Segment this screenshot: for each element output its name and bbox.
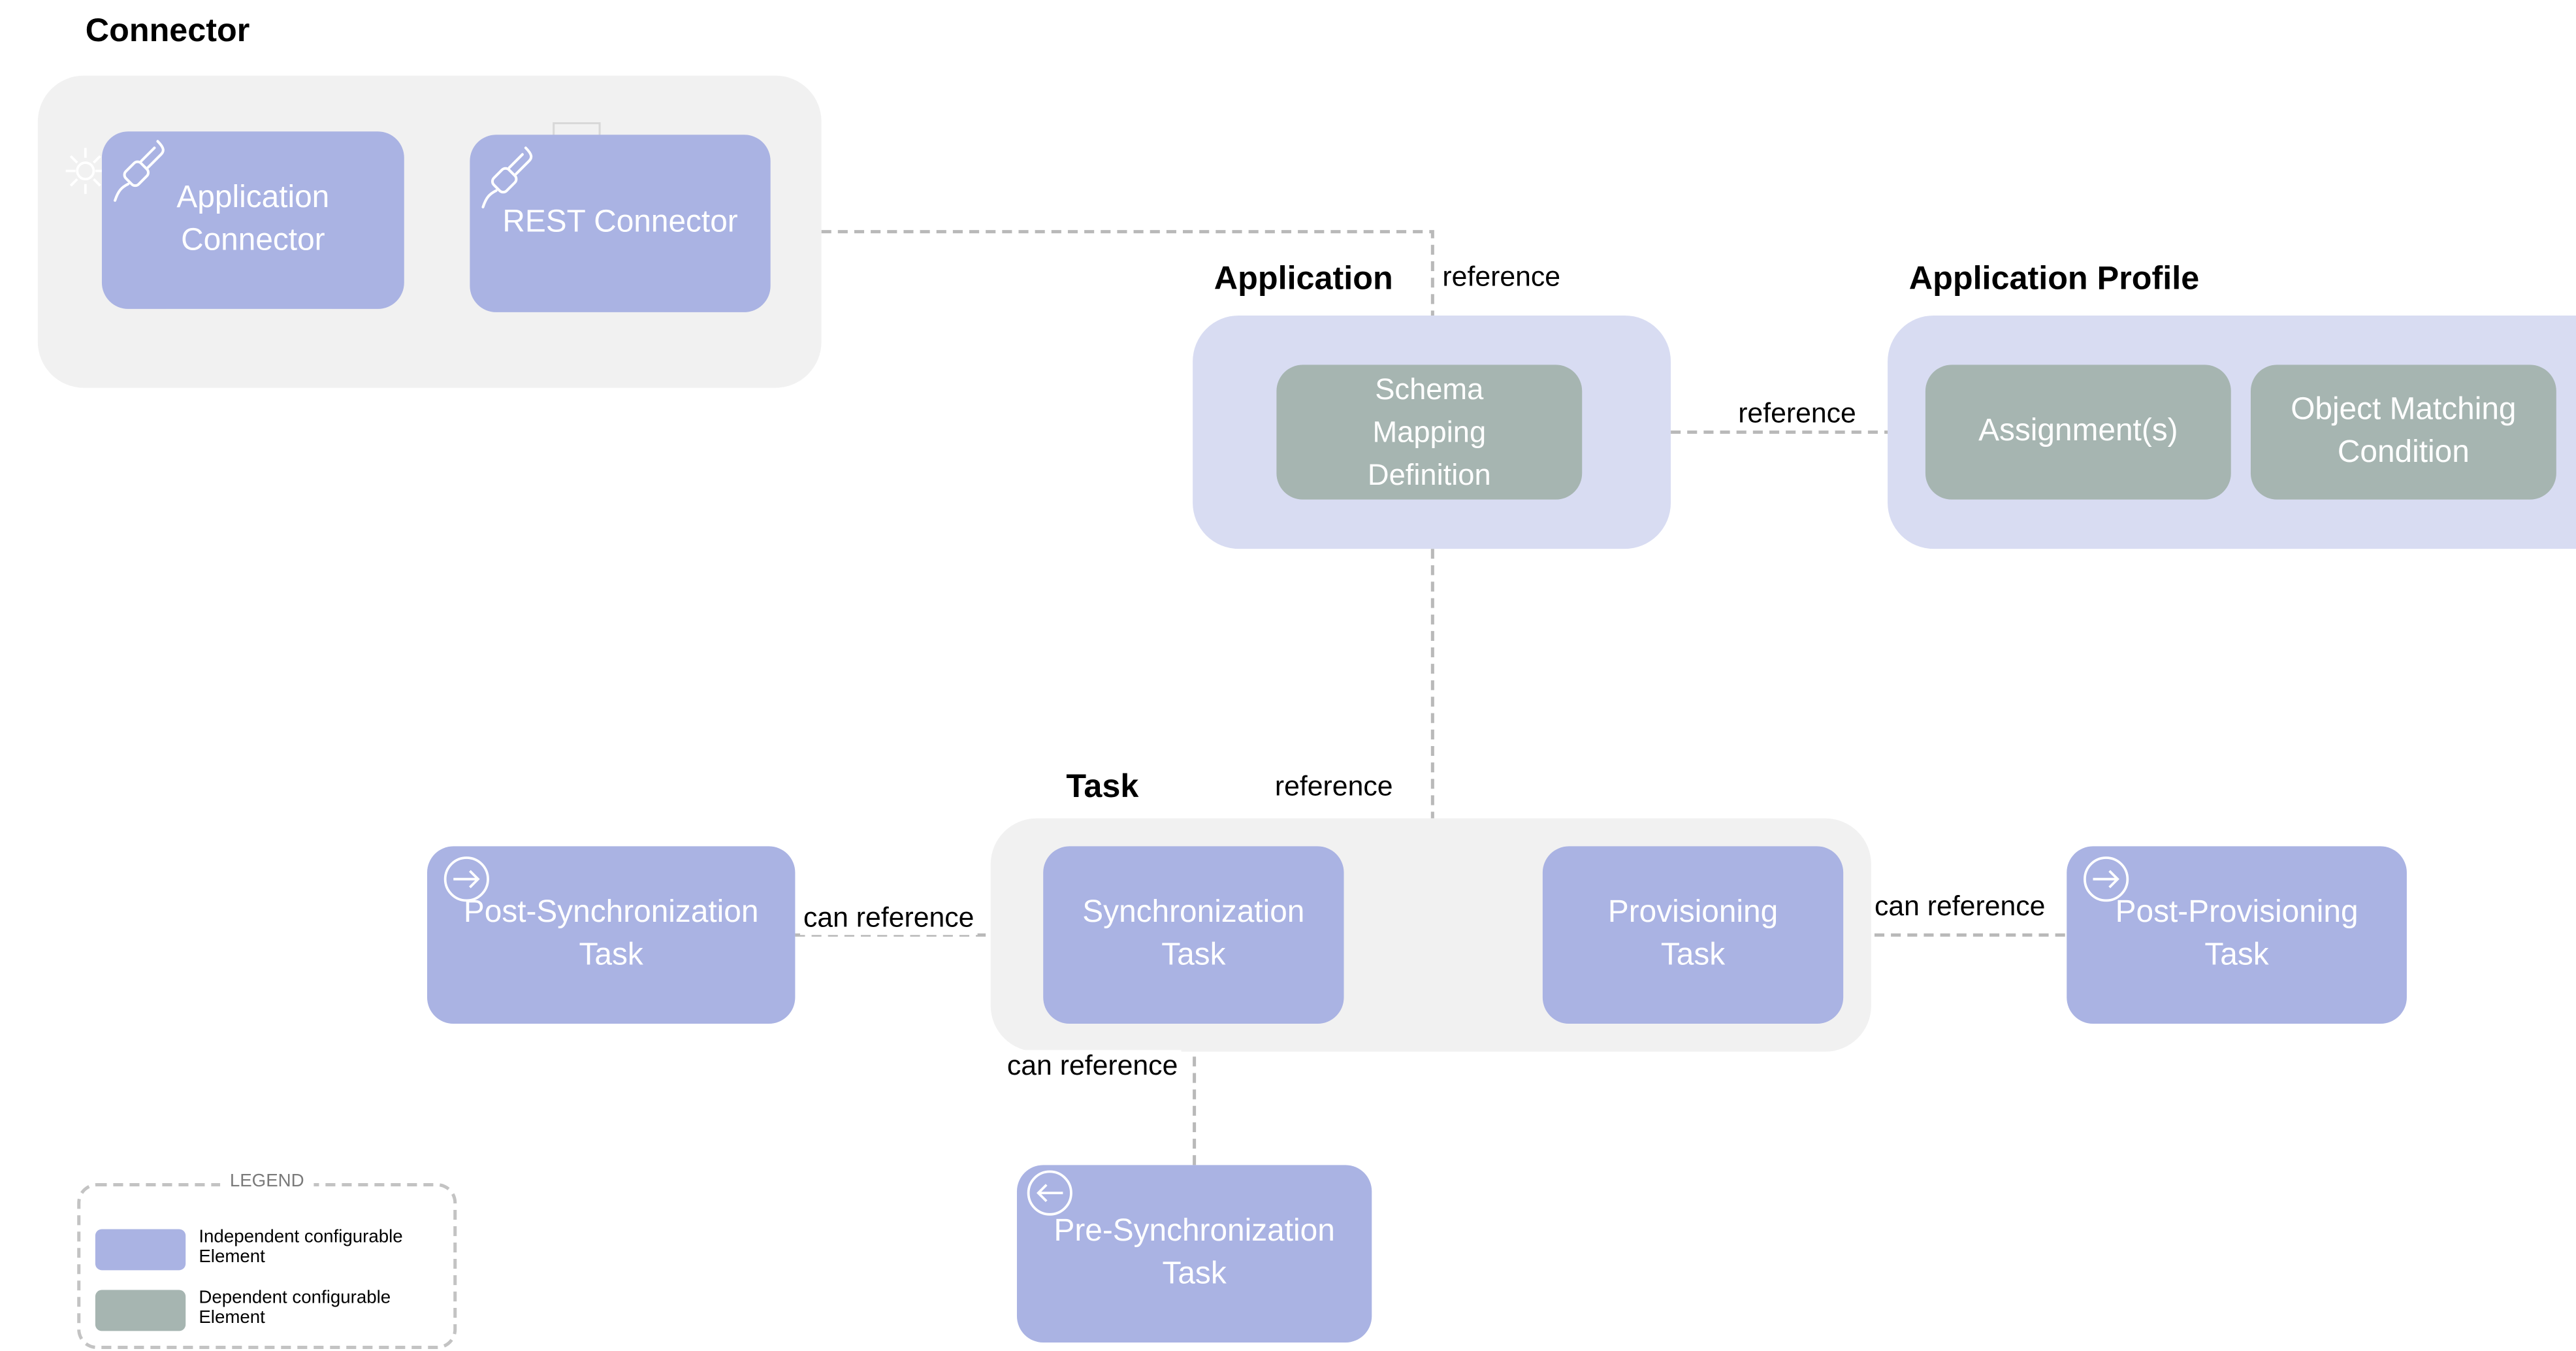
application-profile-group-title: Application Profile [1908, 261, 2200, 298]
application-connector-node[interactable]: Application Connector [101, 131, 404, 309]
object-matching-node[interactable]: Object Matching Condition [2250, 365, 2556, 500]
legend-label-independent: Independent configurable Element [199, 1227, 403, 1267]
edge-label-prov-post-prov: can reference [1871, 890, 2049, 924]
legend-label-dependent: Dependent configurable Element [199, 1288, 391, 1328]
rest-connector-node[interactable]: REST Connector [470, 135, 771, 312]
tab-outline-icon [553, 122, 601, 137]
legend-swatch-independent [95, 1229, 186, 1271]
synchronization-task-node[interactable]: Synchronization Task [1043, 846, 1344, 1024]
plug-icon [481, 146, 533, 208]
arrow-left-circle-icon [1027, 1170, 1072, 1216]
connector-group-title: Connector [85, 13, 250, 50]
pre-synchronization-task-node[interactable]: Pre-Synchronization Task [1016, 1165, 1372, 1343]
schema-mapping-node[interactable]: Schema Mapping Definition [1276, 365, 1583, 500]
assignments-node[interactable]: Assignment(s) [1925, 365, 2231, 500]
edge-label-connector-application: reference [1439, 261, 1564, 295]
edge-label-sync-pre-sync: can reference [1003, 1050, 1182, 1083]
post-provisioning-task-node[interactable]: Post-Provisioning Task [2067, 846, 2407, 1024]
edge-label-application-profile: reference [1735, 397, 1860, 431]
plug-icon [114, 140, 165, 202]
arrow-right-circle-icon [443, 856, 489, 902]
legend-title: LEGEND [219, 1171, 314, 1192]
edge-label-application-task: reference [1271, 770, 1396, 804]
edge-label-sync-post-sync: can reference [799, 902, 978, 936]
provisioning-task-node[interactable]: Provisioning Task [1542, 846, 1844, 1024]
task-group-title: Task [1066, 769, 1139, 806]
edge-connector-application [821, 230, 1434, 316]
legend: LEGEND Independent configurable Element … [77, 1171, 457, 1350]
arrow-right-circle-icon [2084, 856, 2129, 902]
legend-swatch-dependent [95, 1290, 186, 1331]
sparkle-icon [65, 148, 105, 194]
application-group-title: Application [1214, 261, 1393, 298]
